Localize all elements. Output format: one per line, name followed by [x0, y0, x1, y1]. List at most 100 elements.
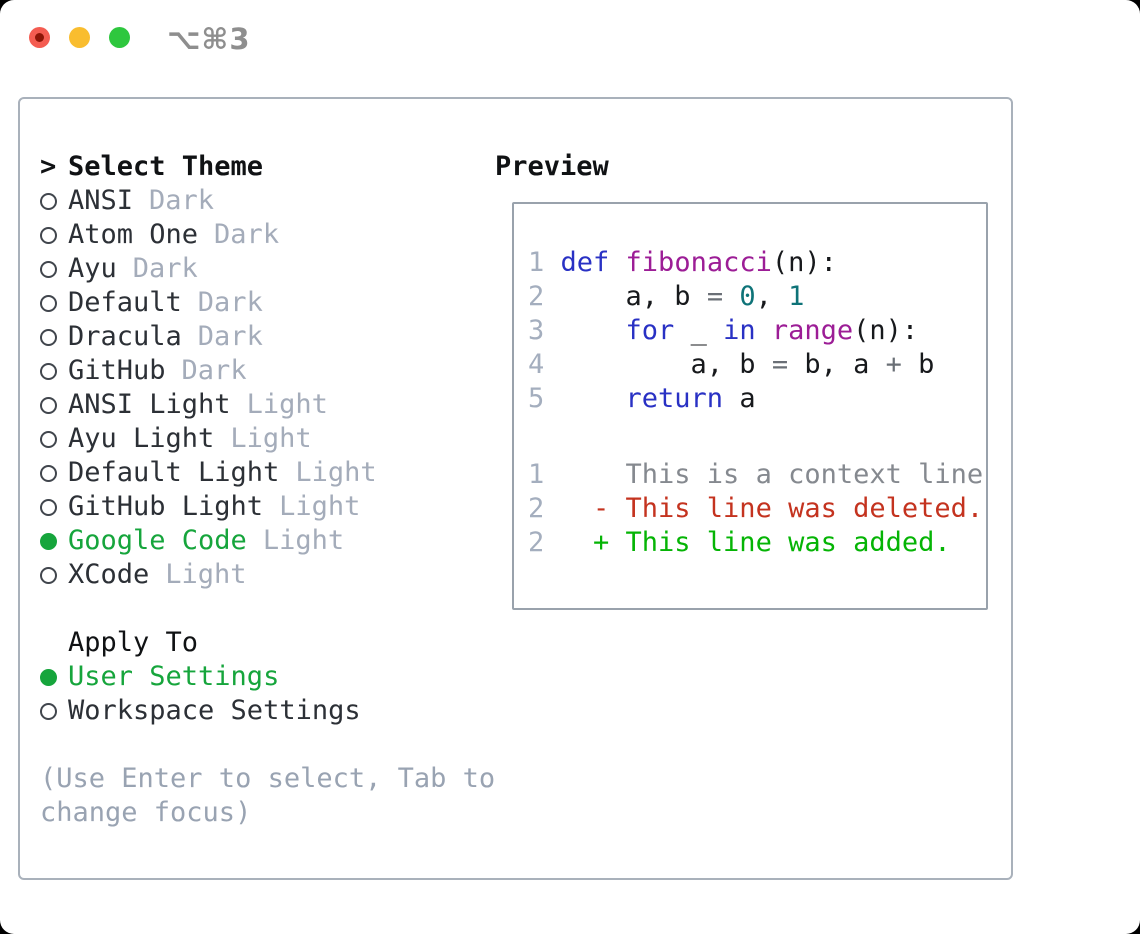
theme-list-header: > Select Theme	[40, 150, 510, 184]
line-number: 2	[528, 527, 545, 558]
radio-icon	[40, 464, 57, 482]
radio-selected-icon	[40, 532, 57, 550]
diff-preview: 1 This is a context line.2 - This line w…	[528, 458, 986, 560]
radio-icon	[40, 702, 57, 720]
code-token: + This line was added.	[560, 527, 951, 558]
apply-option-user-settings[interactable]: User Settings	[40, 660, 510, 694]
code-line: 5 return a	[528, 382, 986, 416]
apply-option-label: Workspace Settings	[68, 695, 361, 726]
radio-icon	[40, 430, 57, 448]
diff-line: 2 + This line was added.	[528, 526, 986, 560]
line-number: 1	[528, 459, 545, 490]
code-token: a, b	[560, 349, 772, 380]
preview-title: Preview	[495, 151, 609, 182]
apply-option-label: User Settings	[68, 661, 280, 692]
apply-option-workspace-settings[interactable]: Workspace Settings	[40, 694, 510, 728]
radio-selected-icon	[40, 668, 57, 686]
theme-option-label: GitHub	[68, 355, 166, 386]
code-token: (n):	[771, 247, 837, 278]
theme-variant-label: Light	[262, 525, 345, 556]
code-token: - This line was deleted.	[560, 493, 984, 524]
code-token: +	[885, 349, 902, 380]
code-token: for	[625, 315, 675, 346]
minimize-button[interactable]	[69, 27, 90, 48]
theme-option-github[interactable]: GitHub Dark	[40, 354, 510, 388]
theme-option-label: ANSI Light	[68, 389, 231, 420]
code-token	[756, 315, 772, 346]
theme-variant-label: Dark	[181, 355, 247, 386]
theme-variant-label: Dark	[132, 253, 198, 284]
code-token: =	[771, 349, 789, 380]
theme-option-label: Ayu Light	[68, 423, 215, 454]
code-token: in	[723, 315, 756, 346]
theme-variant-label: Dark	[197, 287, 263, 318]
line-number: 5	[528, 383, 545, 414]
code-line: 4 a, b = b, a + b	[528, 348, 986, 382]
theme-variant-label: Light	[246, 389, 328, 420]
radio-icon	[40, 362, 57, 380]
code-token: =	[706, 281, 724, 312]
theme-option-ansi-light[interactable]: ANSI Light Light	[40, 388, 510, 422]
close-button[interactable]	[29, 27, 50, 48]
theme-option-label: ANSI	[68, 185, 134, 216]
theme-option-default-light[interactable]: Default Light Light	[40, 456, 510, 490]
code-token: b, a	[788, 349, 886, 380]
code-token	[723, 281, 739, 312]
theme-option-label: Default	[68, 287, 182, 318]
theme-variant-label: Dark	[214, 219, 280, 250]
theme-option-label: Default Light	[68, 457, 280, 488]
theme-option-label: GitHub Light	[68, 491, 264, 522]
theme-list-title: Select Theme	[68, 151, 264, 182]
line-number: 1	[528, 247, 545, 278]
theme-variant-label: Light	[165, 559, 247, 590]
zoom-button[interactable]	[109, 27, 130, 48]
theme-variant-label: Light	[230, 423, 312, 454]
theme-option-label: Google Code	[68, 525, 247, 556]
theme-option-xcode[interactable]: XCode Light	[40, 558, 510, 592]
theme-variant-label: Light	[279, 491, 361, 522]
radio-icon	[40, 396, 57, 414]
code-token	[561, 383, 626, 414]
radio-icon	[40, 566, 57, 584]
code-token	[561, 315, 626, 346]
radio-icon	[40, 226, 57, 244]
theme-option-label: XCode	[68, 559, 150, 590]
unsaved-changes-dot-icon	[35, 33, 44, 42]
code-line: 2 a, b = 0, 1	[528, 280, 986, 314]
line-number: 2	[528, 493, 545, 524]
code-token: 1	[788, 281, 805, 312]
apply-to-title: Apply To	[68, 627, 199, 658]
theme-option-google-code[interactable]: Google Code Light	[40, 524, 510, 558]
apply-to-header: Apply To	[40, 626, 510, 660]
window-shortcut-label: ⌥⌘3	[167, 22, 251, 56]
code-token: ,	[755, 281, 789, 312]
code-token: a, b	[560, 281, 707, 312]
diff-line: 1 This is a context line.	[528, 458, 986, 492]
code-token: a	[723, 383, 756, 414]
code-token: _	[674, 315, 724, 346]
code-token: b	[901, 349, 935, 380]
theme-option-label: Atom One	[68, 219, 199, 250]
keyboard-hint: (Use Enter to select, Tab to change focu…	[40, 763, 496, 828]
spacer	[40, 592, 510, 626]
spacer	[528, 416, 986, 458]
code-token: 0	[739, 281, 756, 312]
code-token: range	[771, 315, 854, 346]
theme-option-ayu-light[interactable]: Ayu Light Light	[40, 422, 510, 456]
theme-option-label: Ayu	[68, 253, 117, 284]
code-line: 3 for _ in range(n):	[528, 314, 986, 348]
theme-variant-label: Light	[295, 457, 377, 488]
theme-option-ayu[interactable]: Ayu Dark	[40, 252, 510, 286]
radio-icon	[40, 498, 57, 516]
radio-icon	[40, 328, 57, 346]
theme-option-atom-one[interactable]: Atom One Dark	[40, 218, 510, 252]
theme-option-default[interactable]: Default Dark	[40, 286, 510, 320]
theme-option-github-light[interactable]: GitHub Light Light	[40, 490, 510, 524]
prompt-icon: >	[40, 151, 57, 182]
